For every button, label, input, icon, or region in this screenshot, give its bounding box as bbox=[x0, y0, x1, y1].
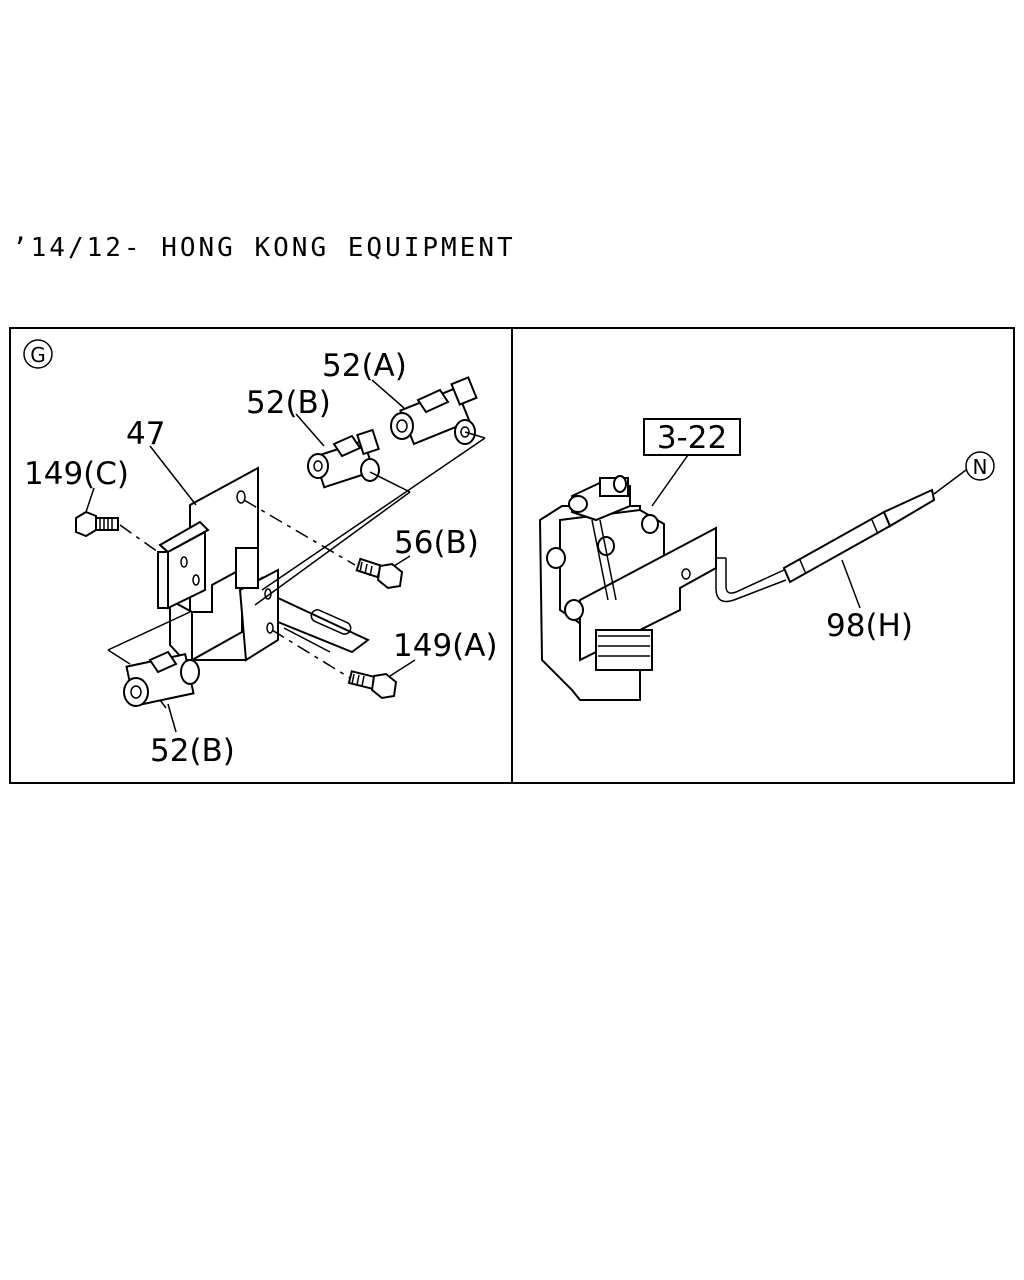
diagram-title: ’14/12- HONG KONG EQUIPMENT bbox=[12, 233, 516, 263]
label-47: 47 bbox=[126, 416, 165, 452]
label-56b: 56(B) bbox=[394, 525, 479, 561]
assembly-lines bbox=[107, 431, 486, 679]
fitting-52b-top bbox=[307, 428, 380, 489]
view-marker-g-circle bbox=[23, 339, 53, 369]
view-marker-g: G bbox=[30, 343, 46, 367]
bolt-149c bbox=[75, 510, 119, 538]
label-52b-top: 52(B) bbox=[246, 385, 331, 421]
slotted-plate bbox=[277, 596, 370, 654]
bolt-149a bbox=[347, 670, 398, 700]
bolt-56b bbox=[355, 557, 404, 590]
label-52a: 52(A) bbox=[322, 348, 407, 384]
label-52b-bottom: 52(B) bbox=[150, 733, 235, 769]
view-marker-n-leader bbox=[933, 469, 967, 495]
view-marker-n: N bbox=[973, 455, 988, 479]
ref-box-label: 3-22 bbox=[657, 420, 727, 456]
fitting-52b-bottom bbox=[123, 650, 200, 709]
label-149c: 149(C) bbox=[24, 456, 129, 492]
leader-lines bbox=[85, 379, 416, 733]
view-marker-n-circle bbox=[965, 451, 995, 481]
label-98h: 98(H) bbox=[826, 608, 913, 644]
valve-assembly bbox=[538, 475, 717, 701]
bracket-47 bbox=[157, 466, 279, 662]
right-panel: 3-22 bbox=[538, 418, 995, 701]
left-panel: G bbox=[23, 339, 498, 769]
label-149a: 149(A) bbox=[393, 628, 498, 664]
ref-box-3-22 bbox=[643, 418, 741, 456]
label-98h-leader bbox=[841, 559, 861, 609]
ref-box-leader bbox=[651, 454, 689, 507]
tube-98h bbox=[715, 488, 936, 603]
fitting-52a bbox=[390, 376, 478, 446]
